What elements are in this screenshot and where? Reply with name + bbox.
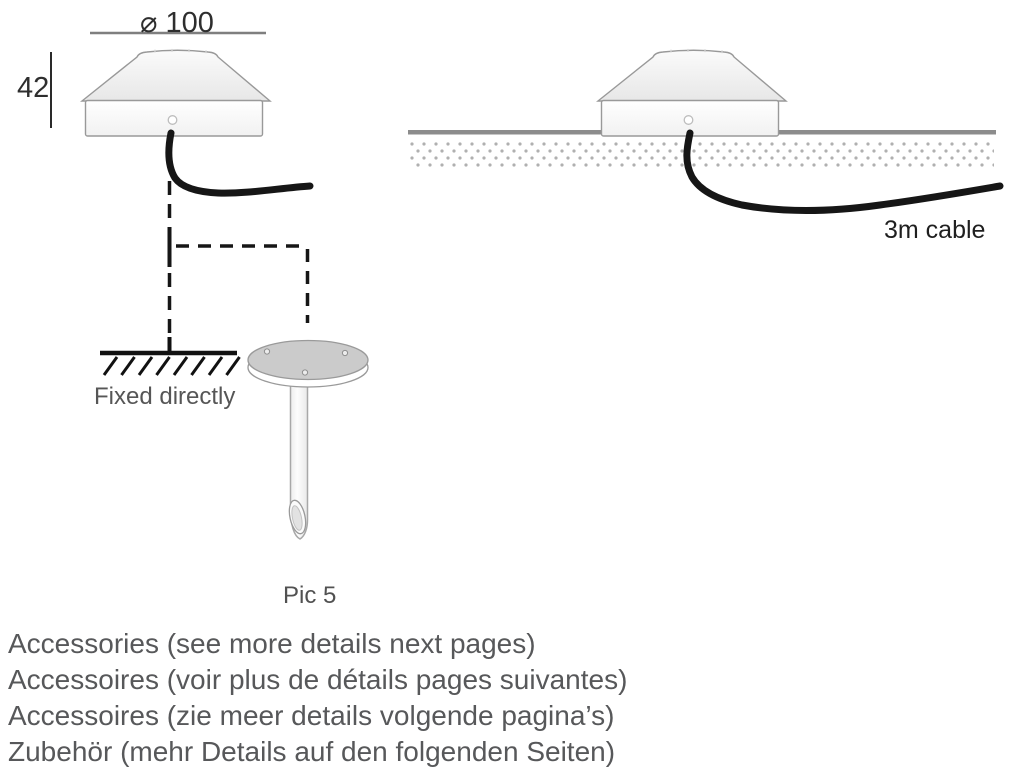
installation-diagram	[50, 31, 1004, 540]
fixed-directly-label: Fixed directly	[94, 383, 236, 410]
ground-fixing-symbol	[100, 337, 241, 376]
ground-stipple	[410, 139, 994, 167]
cable-length-label: 3m cable	[884, 216, 986, 244]
accessories-note: Accessories (see more details next pages…	[8, 626, 627, 770]
accessories-note-line-nl: Accessoires (zie meer details volgende p…	[8, 700, 615, 731]
lamp-drawing-left	[81, 48, 271, 137]
cable-line-right	[683, 129, 1004, 215]
spike-disc-top	[247, 339, 369, 381]
picture-caption: Pic 5	[283, 582, 337, 609]
lamp-drawing-right	[597, 48, 787, 137]
diameter-dimension-label: ⌀ 100	[140, 7, 214, 39]
mounting-dashed-lines	[167, 181, 310, 333]
ground-spike-accessory	[247, 339, 369, 540]
dimension-lines	[50, 31, 266, 128]
ground-hatching	[102, 356, 241, 376]
cable-line-left	[165, 129, 314, 197]
accessories-note-line-en: Accessories (see more details next pages…	[8, 628, 536, 659]
accessories-note-line-de: Zubehör (mehr Details auf den folgenden …	[8, 736, 616, 767]
height-dimension-label: 42	[17, 72, 50, 104]
accessories-note-line-fr: Accessoires (voir plus de détails pages …	[8, 664, 628, 695]
